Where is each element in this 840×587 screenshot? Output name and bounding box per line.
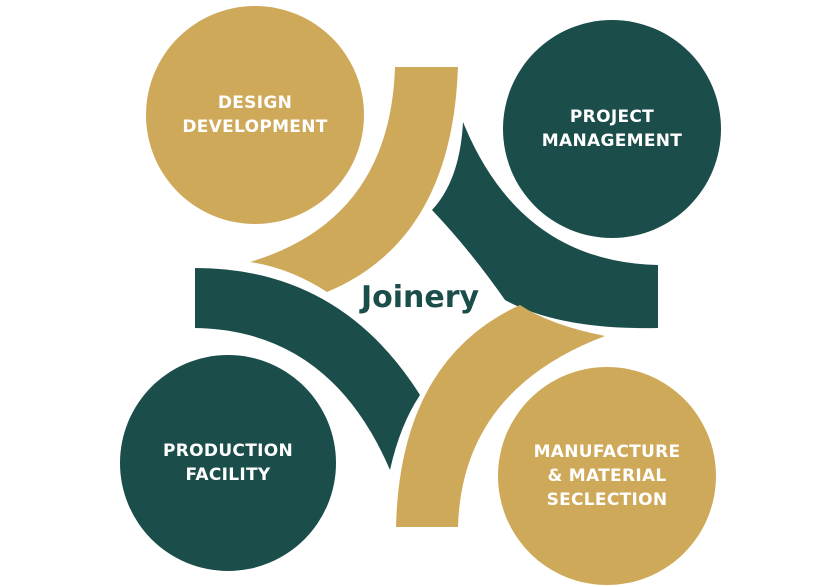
center-title: Joinery: [360, 280, 480, 315]
design-development-circle: DESIGN DEVELOPMENT: [146, 6, 364, 224]
arc-bottom-gold: [396, 305, 605, 527]
design-development-label: DESIGN DEVELOPMENT: [182, 93, 328, 137]
manufacture-material-label: MANUFACTURE & MATERIAL SECLECTION: [533, 442, 681, 510]
project-management-circle: PROJECT MANAGEMENT: [503, 20, 721, 238]
arc-top-gold: [250, 67, 458, 292]
production-facility-label: PRODUCTION FACILITY: [163, 441, 293, 485]
production-facility-circle: PRODUCTION FACILITY: [120, 355, 336, 571]
project-management-label: PROJECT MANAGEMENT: [541, 107, 683, 151]
manufacture-material-circle: MANUFACTURE & MATERIAL SECLECTION: [498, 367, 716, 585]
arc-right-green: [432, 122, 658, 329]
arc-left-green: [195, 268, 420, 470]
